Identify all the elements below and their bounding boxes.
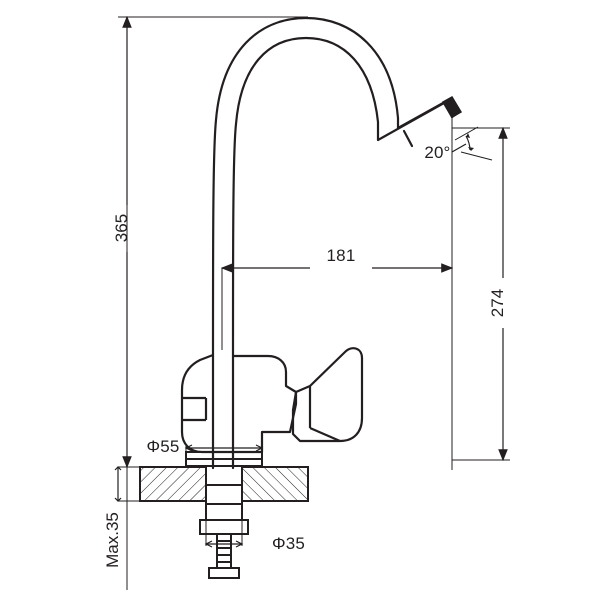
dim-label-angle-degree-symbol: ° (444, 143, 451, 162)
dim-label-angle: 20 (424, 143, 443, 162)
dim-label-phi55: Φ55 (146, 437, 179, 456)
handle-lever (291, 347, 364, 443)
dimension-lines (114, 15, 508, 548)
dim-label-365: 365 (112, 214, 131, 242)
faucet-housing (180, 353, 298, 454)
countertop-section (139, 466, 309, 502)
dimension-labels: 365 Max.35 181 274 20 ° Φ55 Φ35 (103, 143, 507, 568)
dim-label-phi35: Φ35 (272, 534, 305, 553)
dim-label-274: 274 (488, 289, 507, 317)
dim-label-max35: Max.35 (103, 512, 122, 568)
faucet-body (211, 16, 462, 470)
aerator-tip (441, 95, 463, 119)
dim-label-181: 181 (327, 246, 356, 265)
